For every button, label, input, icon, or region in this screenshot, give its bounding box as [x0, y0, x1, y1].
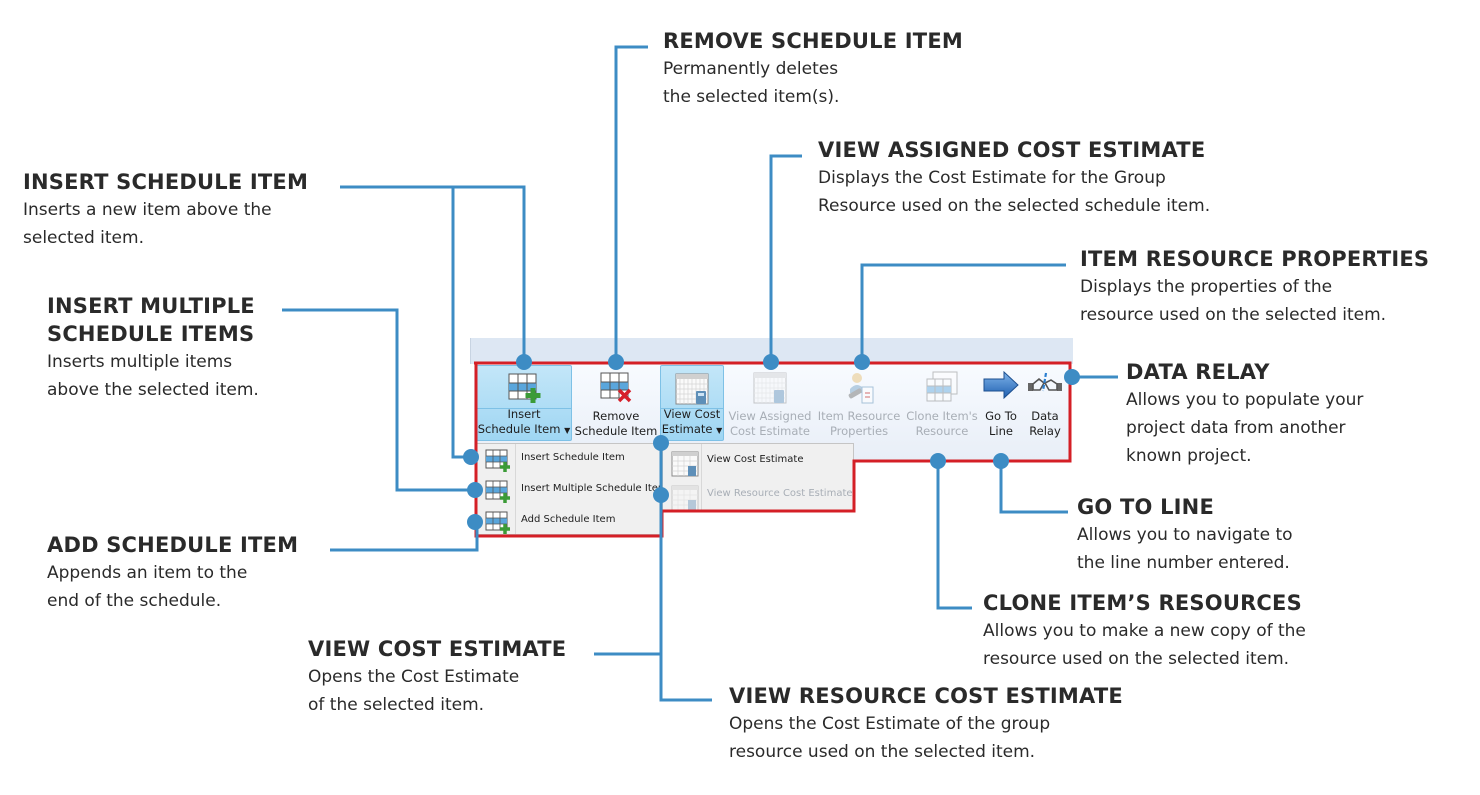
clone-items-resource-button[interactable]: Clone Item's Resource: [904, 365, 980, 441]
leader-insert-menu: [451, 187, 470, 459]
leader-go-to-line: [999, 461, 1068, 514]
menu-item-view-cost-estimate[interactable]: View Cost Estimate: [663, 446, 853, 477]
leader-view-assigned: [769, 154, 802, 362]
item-resource-properties-label: Item Resource Properties: [817, 409, 901, 438]
callout-item-resource-properties: ITEM RESOURCE PROPERTIES Displays the pr…: [1080, 245, 1429, 329]
callout-remove-schedule-item: REMOVE SCHEDULE ITEM Permanently deletes…: [663, 27, 963, 111]
callout-desc: Permanently deletes the selected item(s)…: [663, 59, 840, 107]
callout-title: ADD SCHEDULE ITEM: [47, 533, 299, 557]
callout-insert-schedule-item: INSERT SCHEDULE ITEM Inserts a new item …: [23, 168, 308, 252]
callout-desc: Allows you to navigate to the line numbe…: [1077, 525, 1293, 573]
cost-estimate-icon: [671, 485, 699, 511]
callout-desc: Appends an item to the end of the schedu…: [47, 563, 248, 611]
go-to-line-label: Go To Line: [985, 409, 1017, 438]
callout-desc: Displays the properties of the resource …: [1080, 277, 1387, 325]
menu-item-label: View Resource Cost Estimate: [707, 488, 853, 499]
item-resource-properties-button[interactable]: Item Resource Properties: [816, 365, 902, 441]
callout-go-to-line: GO TO LINE Allows you to navigate to the…: [1077, 493, 1293, 577]
callout-title: VIEW COST ESTIMATE: [308, 637, 567, 661]
grid-plus-icon: [485, 480, 510, 503]
remove-schedule-item-label: Remove Schedule Item: [574, 409, 658, 438]
grid-plus-icon: [485, 511, 510, 534]
view-cost-estimate-button[interactable]: View Cost Estimate ▼: [660, 365, 724, 441]
grid-plus-icon: [508, 373, 541, 403]
ribbon-tab-strip: [470, 338, 1073, 364]
callout-desc: Displays the Cost Estimate for the Group…: [818, 168, 1211, 216]
callout-view-assigned-cost-estimate: VIEW ASSIGNED COST ESTIMATE Displays the…: [818, 136, 1210, 220]
callout-title: INSERT MULTIPLE SCHEDULE ITEMS: [47, 294, 255, 346]
menu-item-label: View Cost Estimate: [707, 454, 804, 465]
leader-insert-multiple: [282, 308, 474, 492]
cost-estimate-icon: [753, 372, 787, 404]
view-cost-estimate-menu: View Cost Estimate View Resource Cost Es…: [662, 443, 854, 511]
insert-schedule-item-label: Insert Schedule Item: [477, 407, 561, 436]
leader-remove: [614, 45, 648, 362]
menu-item-label: Insert Multiple Schedule Items: [521, 483, 673, 494]
callout-title: GO TO LINE: [1077, 495, 1215, 519]
clone-grid-icon: [926, 371, 958, 402]
callout-add-schedule-item: ADD SCHEDULE ITEM Appends an item to the…: [47, 531, 298, 615]
insert-schedule-item-menu: Insert Schedule Item Insert Multiple Sch…: [476, 443, 673, 536]
callout-desc: Allows you to populate your project data…: [1126, 390, 1364, 466]
callout-view-resource-cost-estimate: VIEW RESOURCE COST ESTIMATE Opens the Co…: [729, 682, 1123, 766]
insert-schedule-item-main[interactable]: [477, 366, 571, 408]
view-cost-estimate-main[interactable]: [661, 366, 723, 408]
view-cost-estimate-label: View Cost Estimate: [661, 407, 721, 436]
dropdown-arrow-icon[interactable]: ▼: [564, 426, 571, 435]
view-assigned-cost-estimate-label: View Assigned Cost Estimate: [728, 409, 812, 438]
menu-item-view-resource-cost-estimate[interactable]: View Resource Cost Estimate: [663, 480, 853, 511]
callout-title: VIEW RESOURCE COST ESTIMATE: [729, 684, 1123, 708]
callout-title: ITEM RESOURCE PROPERTIES: [1080, 247, 1430, 271]
leader-add: [330, 522, 479, 552]
cost-estimate-icon: [675, 373, 709, 405]
remove-schedule-item-button[interactable]: Remove Schedule Item: [574, 365, 658, 441]
callout-clone-items-resources: CLONE ITEM’S RESOURCES Allows you to mak…: [983, 589, 1306, 673]
go-to-line-button[interactable]: Go To Line: [980, 365, 1022, 441]
resource-properties-icon: [848, 373, 874, 404]
grid-delete-icon: [600, 372, 632, 403]
grid-plus-icon: [485, 449, 510, 472]
callout-title: DATA RELAY: [1126, 360, 1270, 384]
menu-item-insert-schedule-item[interactable]: Insert Schedule Item: [477, 444, 661, 474]
menu-item-label: Add Schedule Item: [521, 514, 616, 525]
cost-estimate-icon: [671, 451, 699, 477]
dropdown-arrow-icon[interactable]: ▼: [716, 426, 723, 435]
callout-title: CLONE ITEM’S RESOURCES: [983, 591, 1302, 615]
view-assigned-cost-estimate-button[interactable]: View Assigned Cost Estimate: [726, 365, 814, 441]
callout-title: REMOVE SCHEDULE ITEM: [663, 29, 963, 53]
leader-clone: [936, 461, 972, 610]
callout-view-cost-estimate: VIEW COST ESTIMATE Opens the Cost Estima…: [308, 635, 566, 719]
leader-insert: [340, 185, 526, 362]
callout-desc: Opens the Cost Estimate of the selected …: [308, 667, 520, 715]
callout-data-relay: DATA RELAY Allows you to populate your p…: [1126, 358, 1363, 470]
data-relay-button[interactable]: Data Relay: [1022, 365, 1068, 441]
callout-title: INSERT SCHEDULE ITEM: [23, 170, 309, 194]
callout-title: VIEW ASSIGNED COST ESTIMATE: [818, 138, 1206, 162]
menu-item-label: Insert Schedule Item: [521, 452, 625, 463]
callout-desc: Inserts a new item above the selected it…: [23, 200, 272, 248]
menu-item-add-schedule-item[interactable]: Add Schedule Item: [477, 506, 661, 536]
handshake-icon: [1028, 372, 1062, 392]
callout-desc: Inserts multiple items above the selecte…: [47, 352, 259, 400]
callout-desc: Opens the Cost Estimate of the group res…: [729, 714, 1051, 762]
menu-item-insert-multiple-schedule-items[interactable]: Insert Multiple Schedule Items: [477, 475, 673, 505]
insert-schedule-item-button[interactable]: Insert Schedule Item ▼: [476, 365, 572, 441]
data-relay-label: Data Relay: [1029, 409, 1061, 438]
clone-items-resource-label: Clone Item's Resource: [906, 409, 978, 438]
callout-desc: Allows you to make a new copy of the res…: [983, 621, 1306, 669]
arrow-right-icon: [983, 371, 1019, 399]
callout-insert-multiple-schedule-items: INSERT MULTIPLE SCHEDULE ITEMS Inserts m…: [47, 292, 259, 404]
